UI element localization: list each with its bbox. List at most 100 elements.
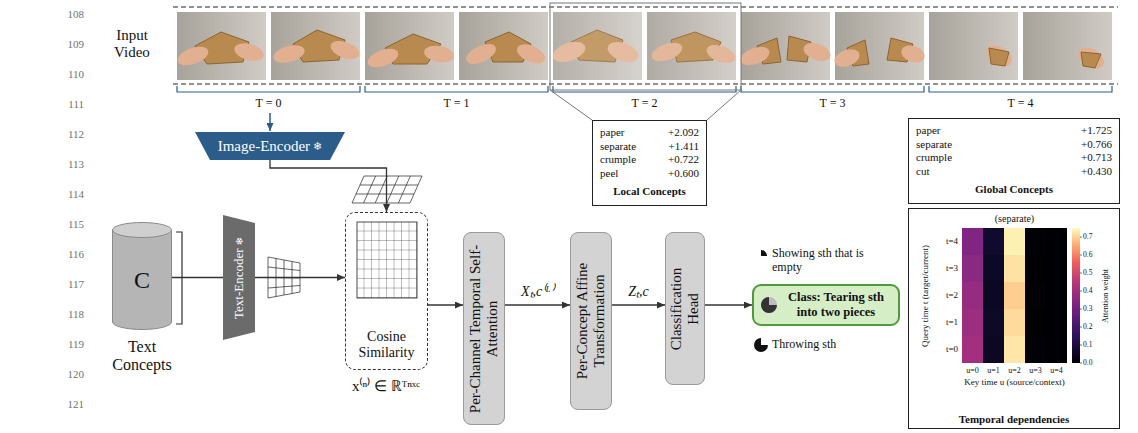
panel-title: Temporal dependencies <box>959 413 1070 425</box>
line-number: 109 <box>68 38 85 51</box>
score-value: +2.092 <box>668 126 699 140</box>
line-number: 115 <box>68 218 84 231</box>
rotated-text: Text-Encoder ❄ <box>231 220 247 335</box>
tick-label: 0.7 <box>1083 233 1092 242</box>
class-option: Throwing sth <box>772 338 836 352</box>
connector <box>705 304 752 305</box>
encoder-block: Text-Encoder ❄ <box>223 215 255 340</box>
process-box: Per-Concept Affine Transformation <box>570 232 612 410</box>
connector <box>172 277 223 278</box>
tick-label: 0.4 <box>1083 287 1092 296</box>
colorbar <box>1072 228 1082 363</box>
line-number: 111 <box>68 98 84 111</box>
line-number: 113 <box>68 158 84 171</box>
line-number: 116 <box>68 248 84 261</box>
segment-bracket <box>177 86 1112 92</box>
tick-label: u=4 <box>1050 366 1063 375</box>
line-number: 118 <box>68 308 84 321</box>
cylinder-label: C <box>134 267 150 294</box>
process-box: Classification Head <box>665 232 705 385</box>
tick-label: u=2 <box>1008 366 1021 375</box>
prob-pie <box>754 338 768 352</box>
segment-label: T = 4 <box>1008 97 1034 111</box>
connector <box>428 304 463 305</box>
cylinder-caption: Text Concepts <box>104 338 180 374</box>
line-number: 119 <box>68 338 84 351</box>
result-box: Class: Tearing sth into two pieces <box>752 284 900 326</box>
block-title: Text-Encoder <box>231 248 246 319</box>
tick-label: 0.6 <box>1083 251 1092 260</box>
similarity-box: Cosine Similarity <box>345 212 428 370</box>
segment-label: T = 2 <box>632 97 658 111</box>
connector <box>270 160 387 212</box>
formula: x⁽ⁿ⁾ ∈ ℝᵀⁿˣᶜ <box>352 378 420 395</box>
concept-name: separate <box>600 140 658 154</box>
tick-label: 0.2 <box>1083 323 1092 332</box>
similarity-matrix <box>357 222 417 298</box>
heatmap-title: (separate) <box>995 213 1034 225</box>
rotated-text: Per-Channel Temporal Self-Attention <box>467 238 501 419</box>
concept-name: crumple <box>916 151 1071 165</box>
prob-pie <box>760 296 778 314</box>
block-title: Image-Encoder <box>218 138 310 155</box>
segment-label: T = 3 <box>820 97 846 111</box>
heatmap-panel: Temporal dependencies <box>908 208 1120 429</box>
tick-label: t=0 <box>946 344 958 354</box>
frozen-symbol: ❄ <box>234 237 245 245</box>
segment-label: T = 1 <box>444 97 470 111</box>
rotated-text: Per-Concept Affine Transformation <box>574 238 608 404</box>
line-number: 120 <box>68 368 85 381</box>
line-number: 110 <box>68 68 84 81</box>
tick-label: u=3 <box>1029 366 1042 375</box>
frozen-symbol: ❄ <box>313 140 322 153</box>
encoder-block: Image-Encoder❄ <box>195 132 345 160</box>
line-number: 121 <box>68 398 85 411</box>
concept-name: crumple <box>600 153 658 167</box>
class-option: Showing sth that is empty <box>772 247 890 275</box>
connector <box>255 277 345 278</box>
edge-label: Zₜ,c <box>626 283 651 300</box>
box-title: Cosine Similarity <box>351 329 422 361</box>
concept-name: paper <box>916 124 1071 138</box>
rotated-text: Classification Head <box>668 259 702 359</box>
concept-table: paper+2.092separate+1.411crumple+0.722pe… <box>592 120 707 206</box>
tick-label: t=4 <box>946 236 958 246</box>
class-title: Class: Tearing sth into two pieces <box>782 290 890 320</box>
tick-label: 0.5 <box>1083 269 1092 278</box>
line-number: 112 <box>68 128 84 141</box>
box-title: Classification Head <box>668 267 701 350</box>
axis-label: Key time u (source/context) <box>964 377 1065 387</box>
line-number: 108 <box>68 8 85 21</box>
video-label: Input Video <box>101 27 163 62</box>
tick-label: 0.1 <box>1083 341 1092 350</box>
tick-label: t=3 <box>946 263 958 273</box>
colorbar-label: Attention weight <box>1101 269 1110 323</box>
concept-name: cut <box>916 165 1071 179</box>
connector <box>505 304 570 305</box>
concept-name: peel <box>600 167 658 181</box>
box-title: Per-Concept Affine Transformation <box>574 263 607 379</box>
connector <box>612 304 665 305</box>
process-box: Per-Channel Temporal Self-Attention <box>463 232 505 425</box>
tick-label: u=1 <box>987 366 1000 375</box>
edge-label: Xₜ,c⁽ᴸ⁾ <box>519 283 556 300</box>
tick-label: t=2 <box>946 290 958 300</box>
input-arrow <box>269 113 271 131</box>
score-value: +0.722 <box>668 153 699 167</box>
concept-name: separate <box>916 138 1071 152</box>
table-title: Global Concepts <box>975 183 1053 197</box>
line-number: 117 <box>68 278 84 291</box>
heatmap <box>962 228 1067 363</box>
score-value: +0.600 <box>668 167 699 181</box>
prob-pie <box>761 250 767 256</box>
box-title: Per-Channel Temporal Self-Attention <box>467 244 500 412</box>
segment-label: T = 0 <box>256 97 282 111</box>
score-value: +1.411 <box>668 140 699 154</box>
score-value: +0.713 <box>1081 151 1112 165</box>
tick-label: 0.0 <box>1083 359 1092 368</box>
score-value: +0.430 <box>1081 165 1112 179</box>
tick-label: t=1 <box>946 317 958 327</box>
frame-strip <box>173 7 1118 84</box>
score-value: +0.766 <box>1081 138 1112 152</box>
database-cylinder: CText Concepts <box>112 222 172 330</box>
